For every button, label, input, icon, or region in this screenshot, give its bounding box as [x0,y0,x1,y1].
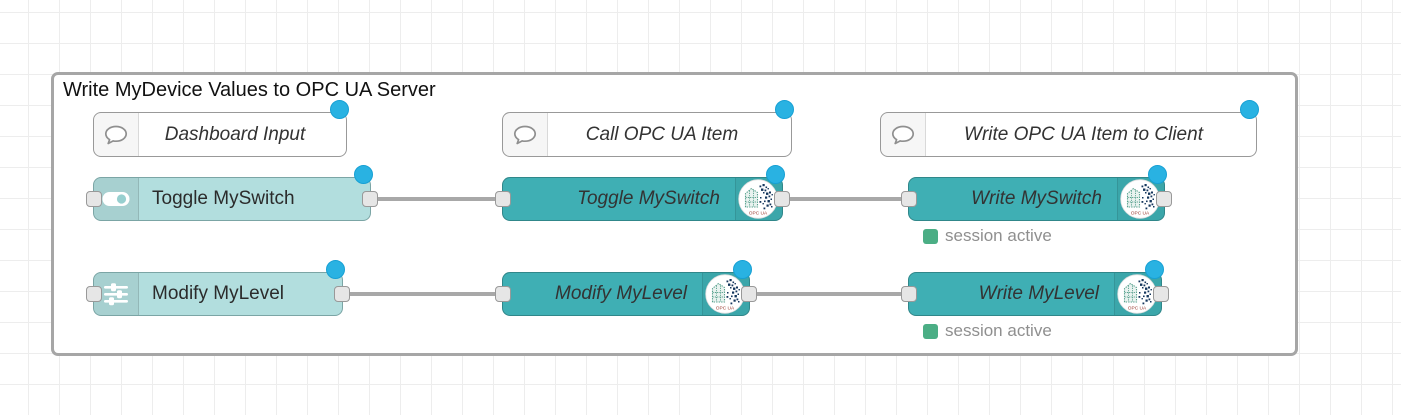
status-dot-icon [923,323,938,339]
changed-indicator [1148,165,1167,184]
node-label: Toggle MySwitch [577,188,720,209]
node-label: Toggle MySwitch [152,188,295,209]
speech-bubble-icon [881,113,926,156]
toggle-icon [94,178,139,220]
changed-indicator [326,260,345,279]
input-port[interactable] [901,191,917,207]
output-port[interactable] [334,286,350,302]
node-label: Modify MyLevel [555,283,687,304]
changed-indicator [354,165,373,184]
node-status: session active [923,321,1052,341]
node-status: session active [923,226,1052,246]
opcua-badge-text: OPC UA [1131,211,1150,217]
changed-indicator [766,165,785,184]
comment-node-dashboard-input[interactable]: Dashboard Input [93,100,349,157]
changed-indicator [330,100,349,119]
opcua-badge-text: OPC UA [716,306,735,312]
output-port[interactable] [1156,191,1172,207]
node-ui-toggle-myswitch[interactable]: Toggle MySwitch [86,165,378,221]
comment-label: Dashboard Input [164,123,306,145]
opcua-badge-text: OPC UA [749,211,768,217]
output-port[interactable] [741,286,757,302]
wire[interactable] [754,292,904,296]
node-label: Write MySwitch [971,188,1102,209]
wire[interactable] [375,197,498,201]
output-port[interactable] [1153,286,1169,302]
speech-bubble-icon [94,113,139,156]
wire[interactable] [347,292,498,296]
output-port[interactable] [362,191,378,207]
changed-indicator [733,260,752,279]
comment-label: Write OPC UA Item to Client [964,123,1203,145]
changed-indicator [775,100,794,119]
node-opcua-call-toggle-myswitch[interactable]: Toggle MySwitch OPC UA [495,165,790,221]
group-title: Write MyDevice Values to OPC UA Server [63,79,436,101]
input-port[interactable] [901,286,917,302]
changed-indicator [1145,260,1164,279]
node-label: Write MyLevel [978,283,1099,304]
input-port[interactable] [86,191,102,207]
node-ui-modify-mylevel[interactable]: Modify MyLevel [86,260,350,316]
speech-bubble-icon [503,113,548,156]
changed-indicator [1240,100,1259,119]
node-opcua-write-mylevel[interactable]: Write MyLevel OPC UA [901,260,1169,316]
node-label: Modify MyLevel [152,283,284,304]
node-opcua-call-modify-mylevel[interactable]: Modify MyLevel OPC UA [495,260,757,316]
status-text: session active [945,321,1052,340]
input-port[interactable] [495,286,511,302]
input-port[interactable] [86,286,102,302]
comment-label: Call OPC UA Item [585,123,739,145]
input-port[interactable] [495,191,511,207]
comment-node-write-opcua-item-to-client[interactable]: Write OPC UA Item to Client [880,100,1259,157]
comment-node-call-opcua-item[interactable]: Call OPC UA Item [502,100,794,157]
status-text: session active [945,226,1052,245]
node-opcua-write-myswitch[interactable]: Write MySwitch OPC UA [901,165,1172,221]
status-dot-icon [923,228,938,244]
opcua-badge-text: OPC UA [1128,306,1147,312]
wire[interactable] [787,197,904,201]
output-port[interactable] [774,191,790,207]
